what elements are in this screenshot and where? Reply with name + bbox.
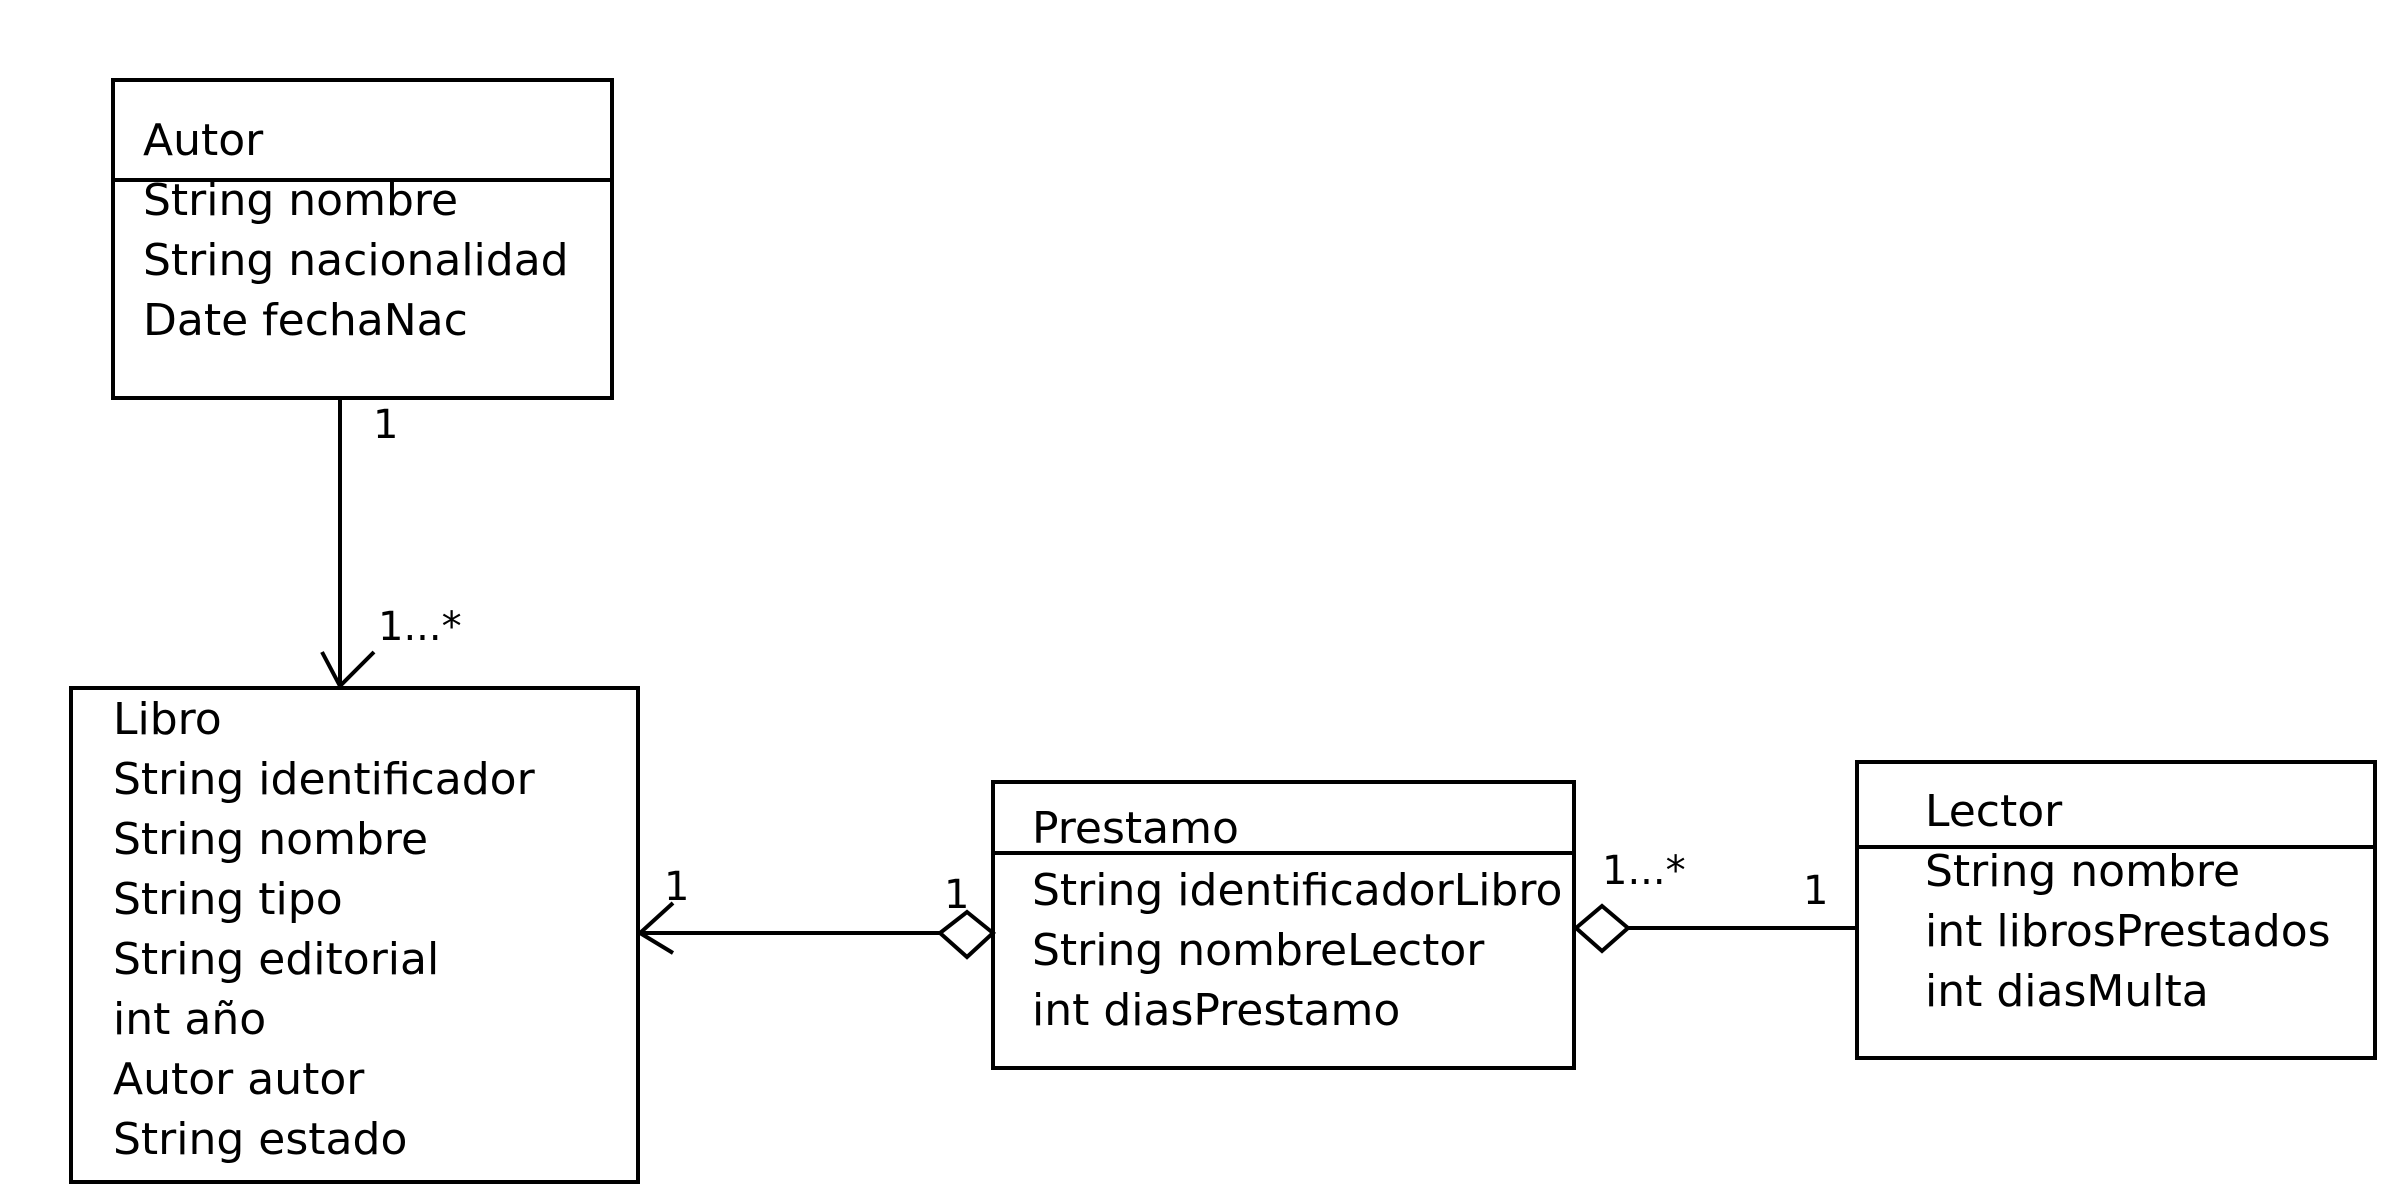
class-lector-attr: int librosPrestados: [1925, 906, 2331, 957]
class-libro-attr: String tipo: [113, 874, 343, 925]
multiplicity-label: 1: [373, 402, 398, 448]
class-autor-name: Autor: [143, 115, 264, 166]
class-libro-box: [69, 686, 640, 1184]
class-libro-attr: String estado: [113, 1114, 407, 1165]
multiplicity-label: 1...*: [378, 604, 462, 650]
class-libro-attr: String nombre: [113, 814, 428, 865]
class-libro-name: Libro: [113, 694, 222, 745]
class-libro-attr: String identificador: [113, 754, 536, 805]
multiplicity-label: 1: [664, 864, 689, 910]
class-libro-attr: Autor autor: [113, 1054, 365, 1105]
class-autor-attr: String nombre: [143, 175, 458, 226]
aggregation-diamond-icon: [936, 909, 997, 960]
multiplicity-label: 1...*: [1602, 848, 1686, 894]
class-lector-attr: int diasMulta: [1925, 966, 2209, 1017]
association-autor-libro: 1 1...*: [320, 398, 462, 690]
class-lector: Lector String nombre int librosPrestados…: [1855, 760, 2377, 1060]
class-prestamo-box: [991, 780, 1576, 1070]
class-lector-box: [1855, 760, 2377, 1060]
class-prestamo-attr: String nombreLector: [1032, 925, 1485, 976]
class-prestamo: Prestamo String identificadorLibro Strin…: [991, 780, 1576, 1070]
class-lector-attr: String nombre: [1925, 846, 2240, 897]
multiplicity-label: 1: [1803, 868, 1828, 914]
class-prestamo-attr: String identificadorLibro: [1032, 865, 1562, 916]
class-autor-box: [111, 78, 614, 400]
class-libro-attr: String editorial: [113, 934, 439, 985]
class-autor: Autor String nombre String nacionalidad …: [111, 78, 614, 400]
multiplicity-label: 1: [944, 872, 969, 918]
class-prestamo-attr: int diasPrestamo: [1032, 985, 1400, 1036]
aggregation-prestamo-lector: 1...* 1: [1572, 848, 1857, 954]
class-autor-attr: Date fechaNac: [143, 295, 468, 346]
aggregation-prestamo-libro: 1 1: [636, 864, 997, 960]
class-lector-name: Lector: [1925, 786, 2063, 837]
class-libro-attr: int año: [113, 994, 266, 1045]
class-prestamo-name: Prestamo: [1032, 803, 1239, 854]
arrowhead-icon: [320, 650, 376, 690]
class-autor-attr: String nacionalidad: [143, 235, 569, 286]
class-libro: Libro String identificador String nombre…: [69, 686, 640, 1184]
aggregation-diamond-icon: [1572, 903, 1632, 954]
arrowhead-icon: [636, 901, 675, 955]
